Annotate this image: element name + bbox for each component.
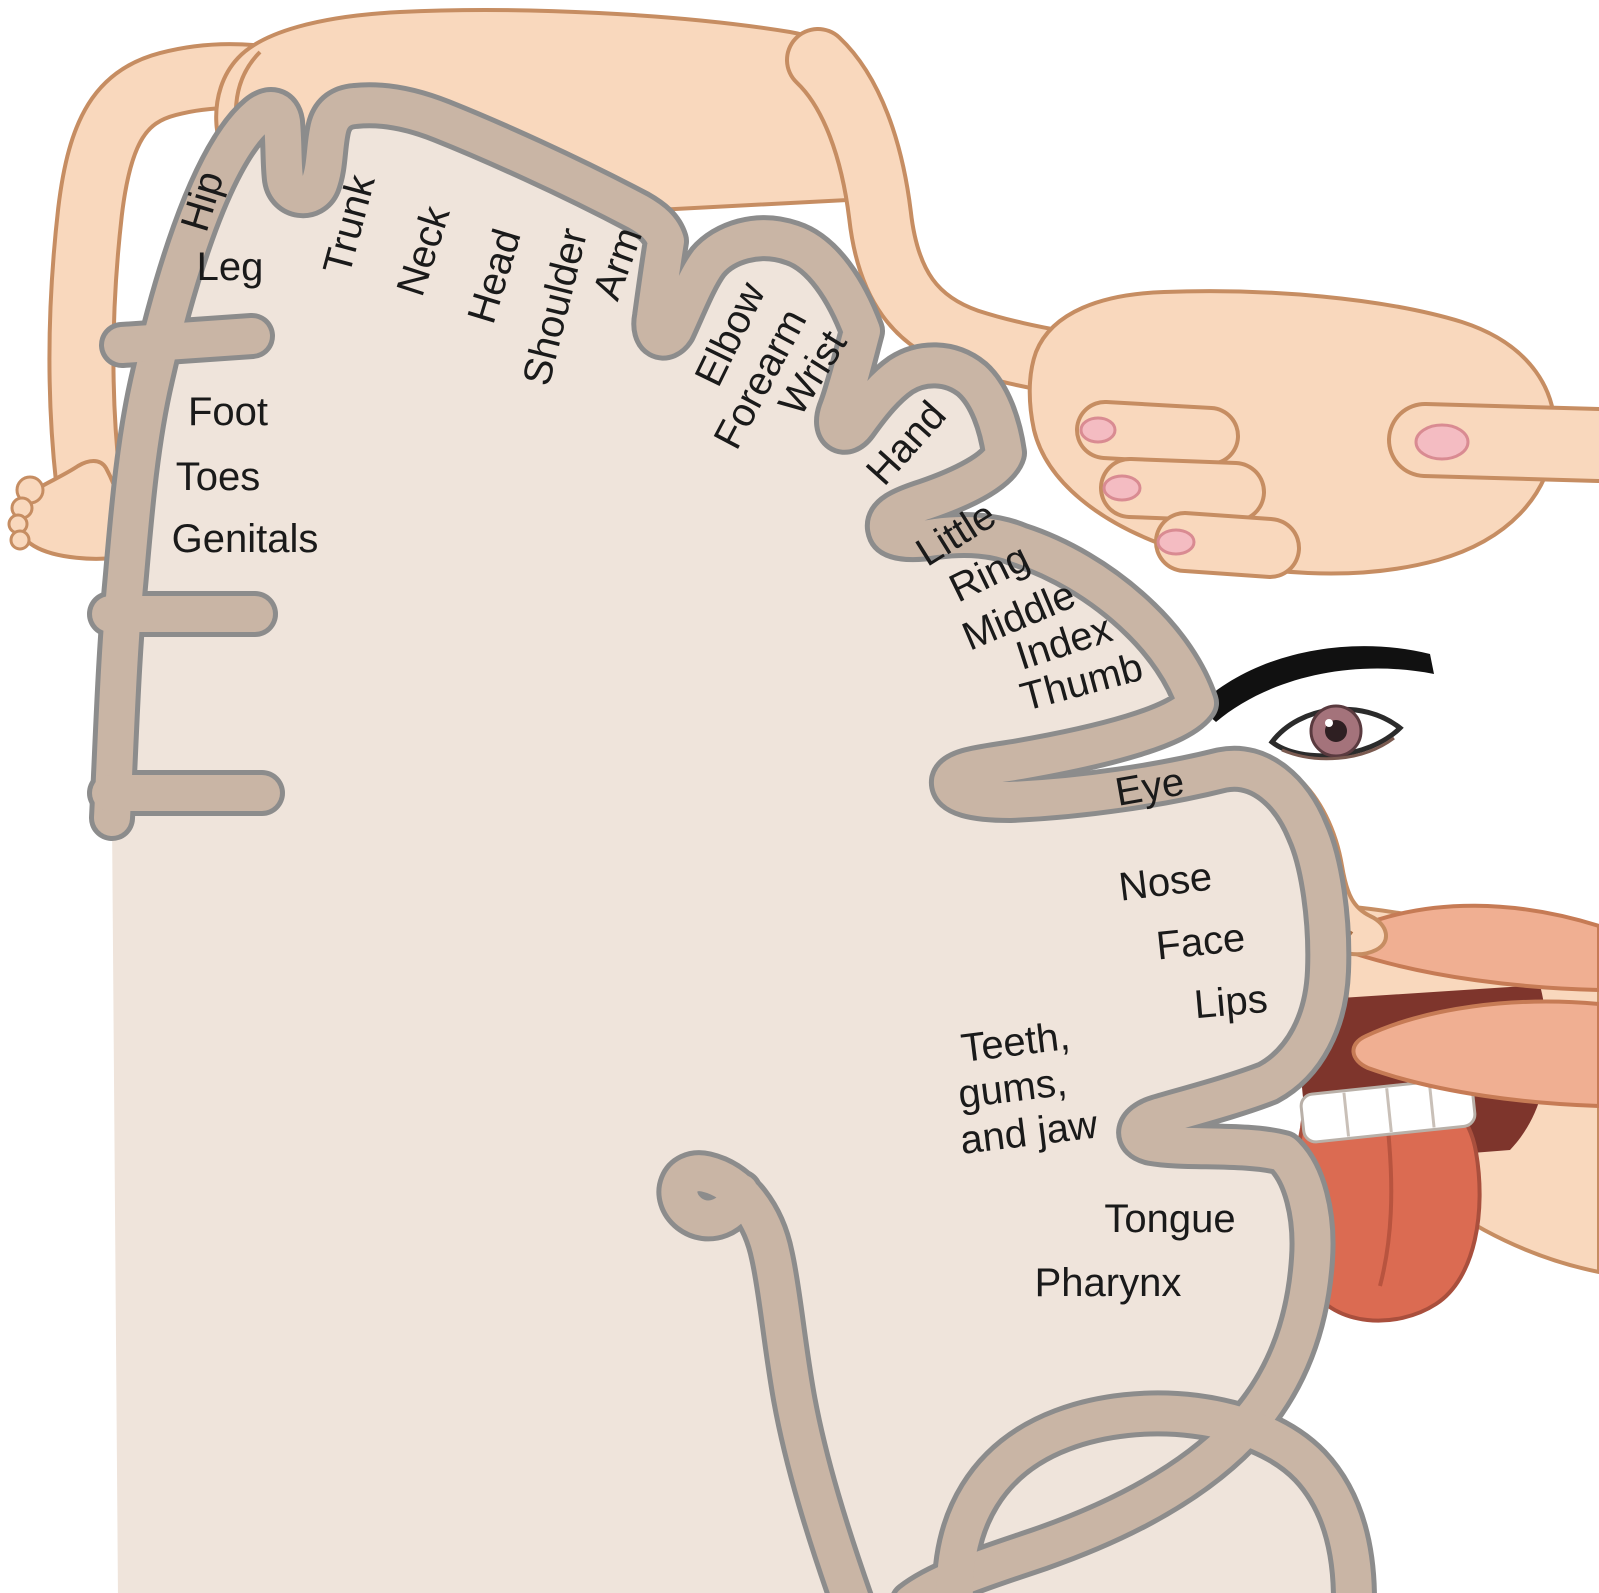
fingernail (1156, 528, 1196, 556)
arm-shape (789, 31, 1089, 391)
fingernail (1079, 416, 1117, 444)
cortex-band-layer (92, 87, 1372, 1593)
cortex-band (94, 87, 1347, 1593)
label-genitals: Genitals (172, 517, 319, 561)
body-illustration (7, 8, 1599, 579)
teeth-dividers (1342, 1083, 1436, 1137)
lower-eyelid-line (1281, 736, 1395, 761)
label-pharynx: Pharynx (1035, 1261, 1182, 1305)
label-lips: Lips (1192, 977, 1269, 1027)
fingernail (1102, 474, 1142, 502)
finger-shape (1158, 515, 1297, 575)
finger-shape (1103, 461, 1262, 519)
teeth-row (1299, 1077, 1477, 1144)
temporal-lobe-band (936, 1395, 1372, 1593)
toe (9, 529, 31, 551)
label-foot: Foot (188, 390, 268, 434)
tongue-crease (1378, 1129, 1394, 1287)
eyebrow-shape (1198, 646, 1434, 722)
finger-shape (1079, 404, 1236, 462)
leg-shape (51, 46, 292, 510)
eye-highlight (1325, 719, 1333, 727)
face-illustration (1198, 646, 1599, 1323)
lateral-sulcus-hook (661, 1155, 868, 1593)
cortex-section (87, 82, 1377, 1593)
index-fingernail (1414, 423, 1470, 461)
cortex-labels: Hip Leg Trunk Neck Head Shoulder Arm Elb… (172, 166, 1270, 1305)
label-tongue: Tongue (1104, 1197, 1235, 1241)
label-toes: Toes (176, 455, 261, 499)
label-leg: Leg (197, 245, 264, 289)
cortex-fill (112, 105, 1329, 1593)
lower-lip-shape (1351, 999, 1599, 1109)
label-face: Face (1154, 916, 1247, 969)
medial-fold-upper (104, 318, 270, 363)
